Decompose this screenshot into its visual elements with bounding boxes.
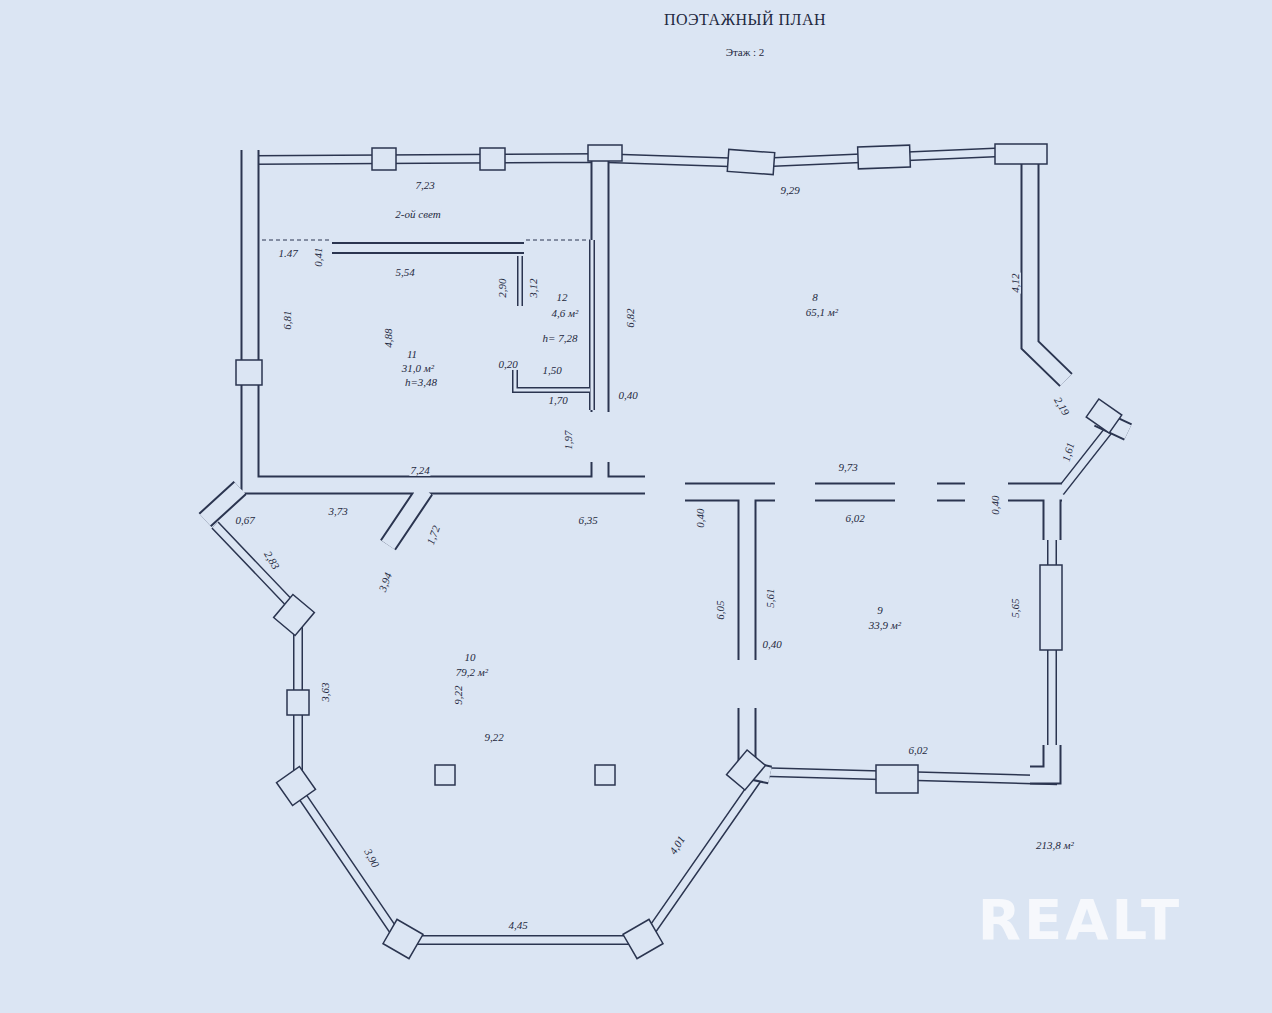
plan-label: 1,97	[562, 429, 574, 450]
plan-label: 5,54	[394, 266, 415, 278]
plan-label: 33,9 м²	[868, 619, 902, 631]
plan-label: 3,12	[527, 277, 539, 298]
plan-label: 0,20	[497, 358, 518, 370]
plan-label: 2,90	[496, 277, 508, 298]
plan-label: 4,88	[382, 327, 394, 348]
plan-label: 7,23	[414, 179, 435, 191]
plan-label: 0,40	[761, 638, 782, 650]
plan-title: ПОЭТАЖНЫЙ ПЛАН	[664, 11, 826, 29]
plan-label: 2,19	[1051, 394, 1072, 418]
plan-label: 9,29	[779, 184, 800, 196]
window-lines	[215, 151, 1115, 940]
plan-label: 6,82	[624, 307, 636, 328]
plan-label: 5,61	[764, 587, 776, 608]
plan-label: 0,40	[617, 389, 638, 401]
plan-label: 9,22	[452, 684, 464, 705]
plan-label: 65,1 м²	[805, 306, 839, 318]
plan-label: 4,6 м²	[551, 307, 580, 319]
plan-label: 3,73	[327, 505, 348, 517]
plan-label: 12	[556, 291, 569, 303]
plan-label: 6,81	[281, 309, 293, 330]
plan-label: 213,8 м²	[1035, 839, 1075, 851]
plan-label: 4,01	[666, 833, 688, 857]
watermark: REALT	[977, 889, 1183, 951]
plan-label: 9,73	[837, 461, 858, 473]
plan-label: 3,90	[362, 846, 383, 870]
plan-label: 10	[464, 651, 477, 663]
plan-label: 6,05	[714, 599, 726, 620]
plan-label: 0,40	[989, 494, 1001, 515]
plan-label: 6,35	[577, 514, 598, 526]
plan-label: 5,65	[1009, 597, 1021, 618]
plan-label: 2-ой свет	[394, 208, 441, 220]
plan-label: 1,50	[541, 364, 562, 376]
plan-label: 31,0 м²	[401, 362, 435, 374]
plan-label: 4,12	[1009, 272, 1021, 293]
plan-label: 11	[406, 348, 418, 360]
plan-label: 6,02	[844, 512, 865, 524]
plan-label: 2,83	[261, 548, 282, 572]
plan-label: 7,24	[409, 464, 430, 476]
plan-label: 79,2 м²	[455, 666, 489, 678]
plan-label: 9,22	[483, 731, 504, 743]
plan-label: 1.47	[277, 247, 298, 259]
plan-label: 3,63	[319, 681, 331, 702]
plan-label: 6,02	[907, 744, 928, 756]
plan-label: h= 7,28	[542, 332, 579, 344]
plan-label: 1,72	[424, 523, 443, 547]
plan-label: 1,61	[1059, 440, 1076, 464]
walls	[205, 150, 1128, 775]
floor-number: Этаж : 2	[725, 46, 766, 58]
plan-label: 4,45	[507, 919, 528, 931]
plan-label: h=3,48	[404, 376, 438, 388]
plan-label: 1,70	[547, 394, 568, 406]
pilasters	[236, 144, 1122, 959]
plan-label: 3,94	[376, 570, 395, 594]
plan-label: 0,41	[312, 246, 324, 267]
plan-label: 0,40	[694, 507, 706, 528]
plan-label: 9	[876, 604, 884, 616]
plan-label: 0,67	[234, 514, 255, 526]
plan-label: 8	[811, 291, 819, 303]
